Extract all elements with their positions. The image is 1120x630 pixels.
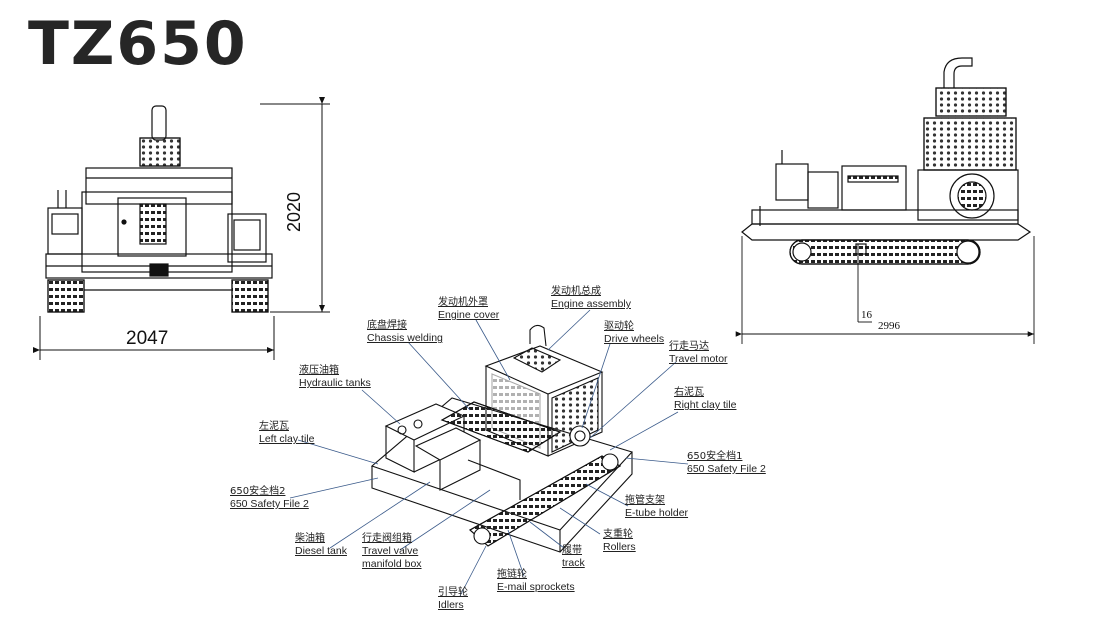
length-dimension [735,236,1035,344]
width-dimension-label: 2047 [126,328,169,349]
isometric-view [370,324,634,553]
height-dimension [260,97,330,313]
clearance-dimension-label: 16 [861,309,872,321]
page-title: TZ650 [28,9,248,79]
side-view [741,57,1032,265]
width-dimension [33,316,275,360]
front-view [45,105,273,313]
height-dimension-label: 2020 [284,191,304,232]
length-dimension-label: 2996 [878,320,900,332]
leader-lines [289,309,689,597]
